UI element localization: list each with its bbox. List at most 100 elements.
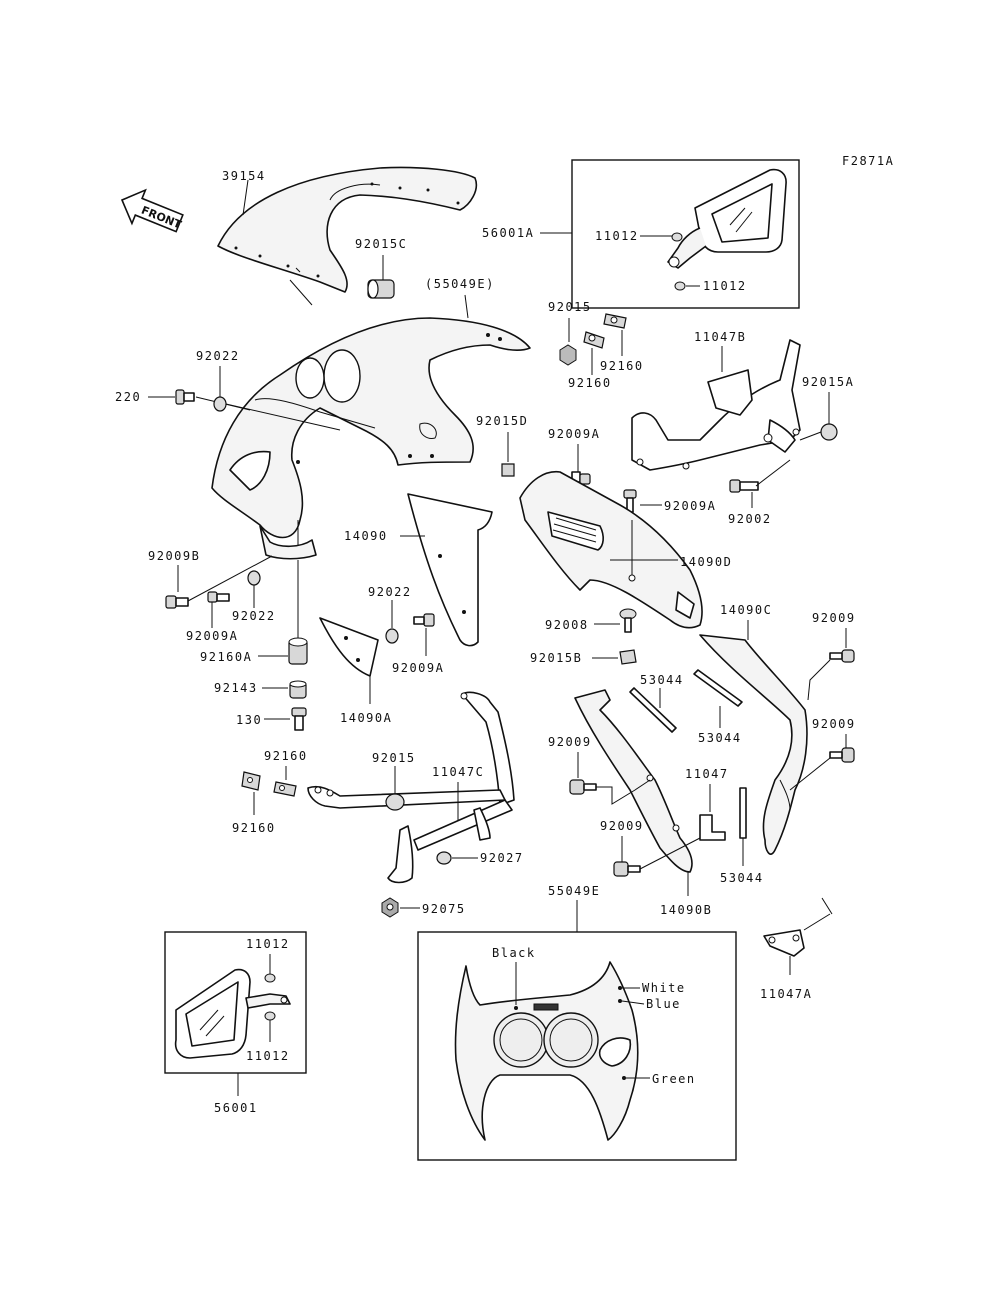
label-92160A: 92160A [200, 650, 252, 664]
clip-92160-lower-a [273, 781, 297, 797]
label-92009A-d: 92009A [392, 661, 444, 675]
label-11012-top-a: 11012 [595, 229, 639, 243]
label-92009-a: 92009 [812, 611, 856, 625]
bolt-92009A-mid [413, 613, 435, 627]
grommet-11012-bot-b [264, 1011, 276, 1021]
cowl-front-view [454, 961, 639, 1141]
inner-panel-14090 [407, 493, 493, 647]
label-11012-bot-b: 11012 [246, 1049, 290, 1063]
strip-53044-b [693, 669, 743, 707]
collar-92143 [289, 680, 307, 699]
label-55049E: 55049E [548, 884, 600, 898]
label-92015D: 92015D [476, 414, 528, 428]
label-56001: 56001 [214, 1101, 258, 1115]
clip-92015D [501, 463, 515, 477]
label-92160-b: 92160 [568, 376, 612, 390]
label-92009A-b: 92009A [664, 499, 716, 513]
label-92009A-a: 92009A [548, 427, 600, 441]
color-box-55049E [417, 931, 737, 1161]
label-11012-bot-a: 11012 [246, 937, 290, 951]
stay-11047C [307, 691, 515, 884]
stay-11047 [699, 814, 726, 841]
label-92009-d: 92009 [600, 819, 644, 833]
grommet-92015C [367, 279, 395, 299]
label-92009-c: 92009 [548, 735, 592, 749]
label-11047A: 11047A [760, 987, 812, 1001]
bolt-92009-lower-a [569, 779, 597, 795]
front-arrow-icon: FRONT [120, 188, 184, 233]
washer-92027 [436, 851, 452, 865]
rivet-92008 [619, 608, 637, 633]
small-panel-14090A [319, 617, 379, 677]
bolt-92009A-right [623, 489, 637, 513]
washer-92022-top [213, 396, 227, 412]
label-14090A: 14090A [340, 711, 392, 725]
label-92015A: 92015A [802, 375, 854, 389]
label-92015: 92015 [548, 300, 592, 314]
color-label-black: Black [492, 946, 536, 960]
label-14090B: 14090B [660, 903, 712, 917]
label-92143: 92143 [214, 681, 258, 695]
clip-92160-lower-b [241, 771, 261, 791]
label-92015B: 92015B [530, 651, 582, 665]
label-92008: 92008 [545, 618, 589, 632]
label-11047B: 11047B [694, 330, 746, 344]
clip-92160-top-b [603, 313, 627, 329]
label-11047: 11047 [685, 767, 729, 781]
bolt-92009A-left [207, 591, 230, 603]
grommet-11012-bot-a [264, 973, 276, 983]
label-92027: 92027 [480, 851, 524, 865]
label-92009-b: 92009 [812, 717, 856, 731]
color-label-white: White [642, 981, 686, 995]
screw-220 [175, 389, 195, 405]
side-panel-14090C [699, 634, 808, 855]
inner-cover-14090D [519, 471, 703, 629]
label-53044-c: 53044 [720, 871, 764, 885]
mirror-box-56001A [571, 159, 800, 309]
label-56001A: 56001A [482, 226, 534, 240]
grommet-92160A [288, 637, 308, 665]
mirror-56001A [667, 168, 787, 269]
bolt-92009B [165, 595, 189, 609]
label-92022-top: 92022 [196, 349, 240, 363]
grommet-92015-top [559, 344, 577, 366]
bolt-92009-right-b [829, 747, 855, 763]
bracket-11047B [631, 339, 801, 471]
label-14090C: 14090C [720, 603, 772, 617]
label-92015C: 92015C [355, 237, 407, 251]
label-14090D: 14090D [680, 555, 732, 569]
label-92009A-c: 92009A [186, 629, 238, 643]
label-39154: 39154 [222, 169, 266, 183]
label-14090: 14090 [344, 529, 388, 543]
bolt-92009-right-a [829, 649, 855, 663]
nut-92075 [381, 897, 399, 918]
grommet-92015A [820, 423, 838, 441]
label-92160-c: 92160 [264, 749, 308, 763]
label-130: 130 [236, 713, 262, 727]
lower-panel-14090B [574, 689, 693, 873]
bolt-130 [291, 707, 307, 731]
label-53044-a: 53044 [640, 673, 684, 687]
clip-92160-top-a [583, 331, 605, 349]
bolt-92009A-top [571, 471, 591, 485]
label-92160-a: 92160 [600, 359, 644, 373]
label-92022-low: 92022 [368, 585, 412, 599]
mirror-box-56001 [164, 931, 307, 1074]
color-label-green: Green [652, 1072, 696, 1086]
grommet-92015-lower [385, 793, 405, 811]
bolt-92002 [729, 479, 759, 493]
upper-cowl-55049E [211, 317, 531, 560]
label-92002: 92002 [728, 512, 772, 526]
upper-cowl-39154 [217, 166, 478, 293]
washer-92022-mid [247, 570, 261, 586]
label-55049E-ref: (55049E) [425, 277, 495, 291]
label-92022-mid: 92022 [232, 609, 276, 623]
label-92009B: 92009B [148, 549, 200, 563]
washer-92022-low [385, 628, 399, 644]
figure-code: F2871A [842, 154, 894, 168]
label-11047C: 11047C [432, 765, 484, 779]
mirror-56001 [174, 968, 291, 1059]
label-220: 220 [115, 390, 141, 404]
label-53044-b: 53044 [698, 731, 742, 745]
clip-92015B [619, 649, 637, 665]
